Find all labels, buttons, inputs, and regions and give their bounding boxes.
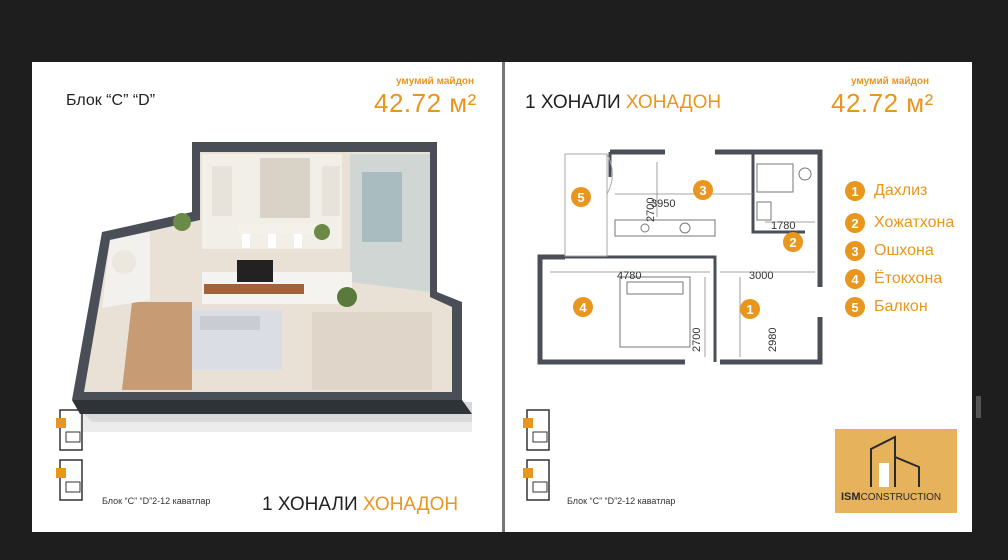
scrollbar-thumb[interactable] — [976, 396, 981, 418]
dim-2980: 2980 — [767, 327, 779, 352]
legend-number: 2 — [845, 213, 865, 233]
dim-2700-bottom: 2700 — [691, 327, 703, 352]
legend-label: Ошхона — [874, 242, 934, 259]
legend-number: 4 — [845, 269, 865, 289]
left-page: Блок “C” “D” умумий майдон 42.72 м² — [32, 62, 502, 532]
logo-text: ISMCONSTRUCTION — [841, 491, 941, 503]
apartment-heading: 1 ХОНАЛИ ХОНАДОН — [525, 92, 721, 114]
legend-number: 5 — [845, 297, 865, 317]
legend-label: Дахлиз — [874, 182, 928, 199]
dim-4780: 4780 — [617, 270, 642, 282]
room-number-3: 3 — [693, 180, 713, 200]
dim-3950: 3950 — [651, 198, 676, 210]
legend-item: 1 Дахлиз — [845, 181, 927, 201]
area-value: 42.72 м² — [831, 88, 934, 118]
floor-caption: Блок “C” “D”2-12 каватлар — [102, 496, 211, 506]
ism-construction-logo: ISMCONSTRUCTION — [835, 429, 957, 513]
heading-part1: 1 ХОНАЛИ — [525, 92, 621, 113]
area-label: умумий майдон — [851, 76, 930, 87]
legend-label: Ётокхона — [874, 270, 943, 287]
area-value: 42.72 м² — [374, 88, 477, 118]
legend-item: 2 Хожатхона — [845, 213, 954, 233]
heading-part2: ХОНАДОН — [625, 92, 722, 113]
legend-number: 1 — [845, 181, 865, 201]
floorplan-drawing — [537, 149, 823, 365]
area-label: умумий майдон — [396, 76, 475, 87]
heading-part1: 1 ХОНАЛИ — [262, 494, 358, 515]
dim-3000: 3000 — [749, 270, 774, 282]
room-number-4: 4 — [573, 297, 593, 317]
heading-part2: ХОНАДОН — [362, 494, 459, 515]
block-title: Блок “C” “D” — [66, 92, 156, 109]
building-logo-icon — [870, 435, 920, 487]
logo-construction: CONSTRUCTION — [860, 492, 942, 503]
floor-caption: Блок “C” “D”2-12 каватлар — [567, 496, 676, 506]
apartment-heading: 1 ХОНАЛИ ХОНАДОН — [262, 494, 458, 516]
legend-number: 3 — [845, 241, 865, 261]
legend-label: Хожатхона — [874, 214, 955, 231]
floor-indicator-icon — [56, 409, 83, 501]
legend-label: Балкон — [874, 298, 928, 315]
room-number-5: 5 — [571, 187, 591, 207]
legend-item: 4 Ётокхона — [845, 269, 942, 289]
room-number-1: 1 — [740, 299, 760, 319]
dim-2700-top: 2700 — [645, 197, 657, 222]
legend-item: 5 Балкон — [845, 297, 928, 317]
top-dark-bar — [0, 0, 1008, 62]
floor-indicator-icon — [523, 409, 550, 501]
legend-item: 3 Ошхона — [845, 241, 934, 261]
dim-1780: 1780 — [771, 220, 796, 232]
page-divider — [502, 62, 505, 532]
room-number-2: 2 — [783, 232, 803, 252]
isometric-floorplan-render — [72, 142, 472, 432]
logo-brand: ISM — [841, 491, 861, 503]
